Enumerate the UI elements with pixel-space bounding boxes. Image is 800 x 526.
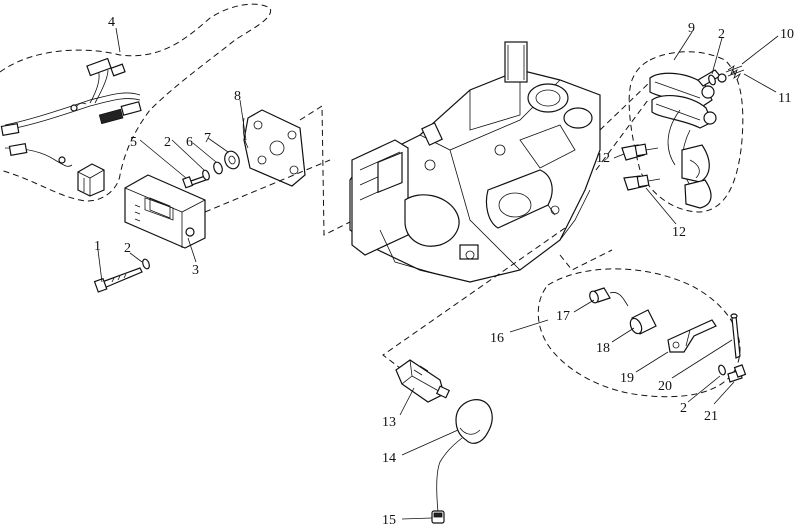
grommet-part-7 xyxy=(224,150,240,170)
callout-20: 20 xyxy=(658,379,672,394)
cable-end-part-17 xyxy=(589,287,629,307)
leader-lines xyxy=(97,27,779,520)
callout-13: 13 xyxy=(382,415,396,430)
washer-part-2-left xyxy=(142,258,150,270)
callout-19: 19 xyxy=(620,371,634,386)
callout-3: 3 xyxy=(192,263,199,278)
cdi-unit-part-3 xyxy=(124,174,206,249)
callout-15: 15 xyxy=(382,513,396,526)
cylinder-block xyxy=(349,41,601,283)
callout-12: 12 xyxy=(596,151,610,166)
callout-18: 18 xyxy=(596,341,610,356)
callout-6: 6 xyxy=(186,135,193,150)
callout-17: 17 xyxy=(556,309,570,324)
dash-leader-cdi xyxy=(204,159,331,213)
lever-part-19 xyxy=(667,319,717,353)
spark-plug-part-12-upper xyxy=(621,143,659,161)
wiring-harness-group xyxy=(0,3,272,202)
spark-plug-part-12-lower xyxy=(623,174,661,191)
bolt-part-1 xyxy=(93,267,143,293)
sensor-part-13 xyxy=(395,359,451,403)
callout-10: 10 xyxy=(780,27,794,42)
dash-leader-bracket xyxy=(299,105,351,236)
screw-part-21 xyxy=(727,364,747,383)
callout-2: 2 xyxy=(124,241,131,256)
ignition-coil-group xyxy=(628,51,744,213)
callout-8: 8 xyxy=(234,89,241,104)
throttle-sensor-group xyxy=(537,268,741,398)
dash-leader-sensor xyxy=(382,227,566,369)
callout-2: 2 xyxy=(680,401,687,416)
callout-11: 11 xyxy=(778,91,791,106)
callout-1: 1 xyxy=(94,239,101,254)
terminal-part-15 xyxy=(431,510,445,524)
callout-16: 16 xyxy=(490,331,504,346)
callout-labels: 1 2 3 4 5 2 6 7 8 9 2 10 11 12 12 16 17 … xyxy=(94,15,794,526)
callout-12: 12 xyxy=(672,225,686,240)
callout-4: 4 xyxy=(108,15,115,30)
rubber-cap-part-14 xyxy=(436,399,493,513)
bolt-part-5 xyxy=(182,175,207,189)
callout-7: 7 xyxy=(204,131,211,146)
spacer-part-6 xyxy=(213,161,223,175)
callout-2: 2 xyxy=(164,135,171,150)
pin-part-20 xyxy=(730,313,741,359)
dash-leader-coil-bottom xyxy=(595,99,649,171)
washer-part-2-lower xyxy=(718,364,726,376)
callout-2: 2 xyxy=(718,27,725,42)
bracket-plate-part-8 xyxy=(242,109,306,187)
callout-5: 5 xyxy=(130,135,137,150)
callout-9: 9 xyxy=(688,21,695,36)
washer-part-2-mid xyxy=(202,169,210,181)
dash-leader-coil-top xyxy=(599,81,651,131)
spring-part-11 xyxy=(727,64,742,81)
dash-leader-throttle xyxy=(559,249,613,271)
callout-21: 21 xyxy=(704,409,718,424)
sleeve-part-18 xyxy=(629,309,657,335)
washer-part-2-top xyxy=(708,74,716,86)
callout-14: 14 xyxy=(382,451,396,466)
